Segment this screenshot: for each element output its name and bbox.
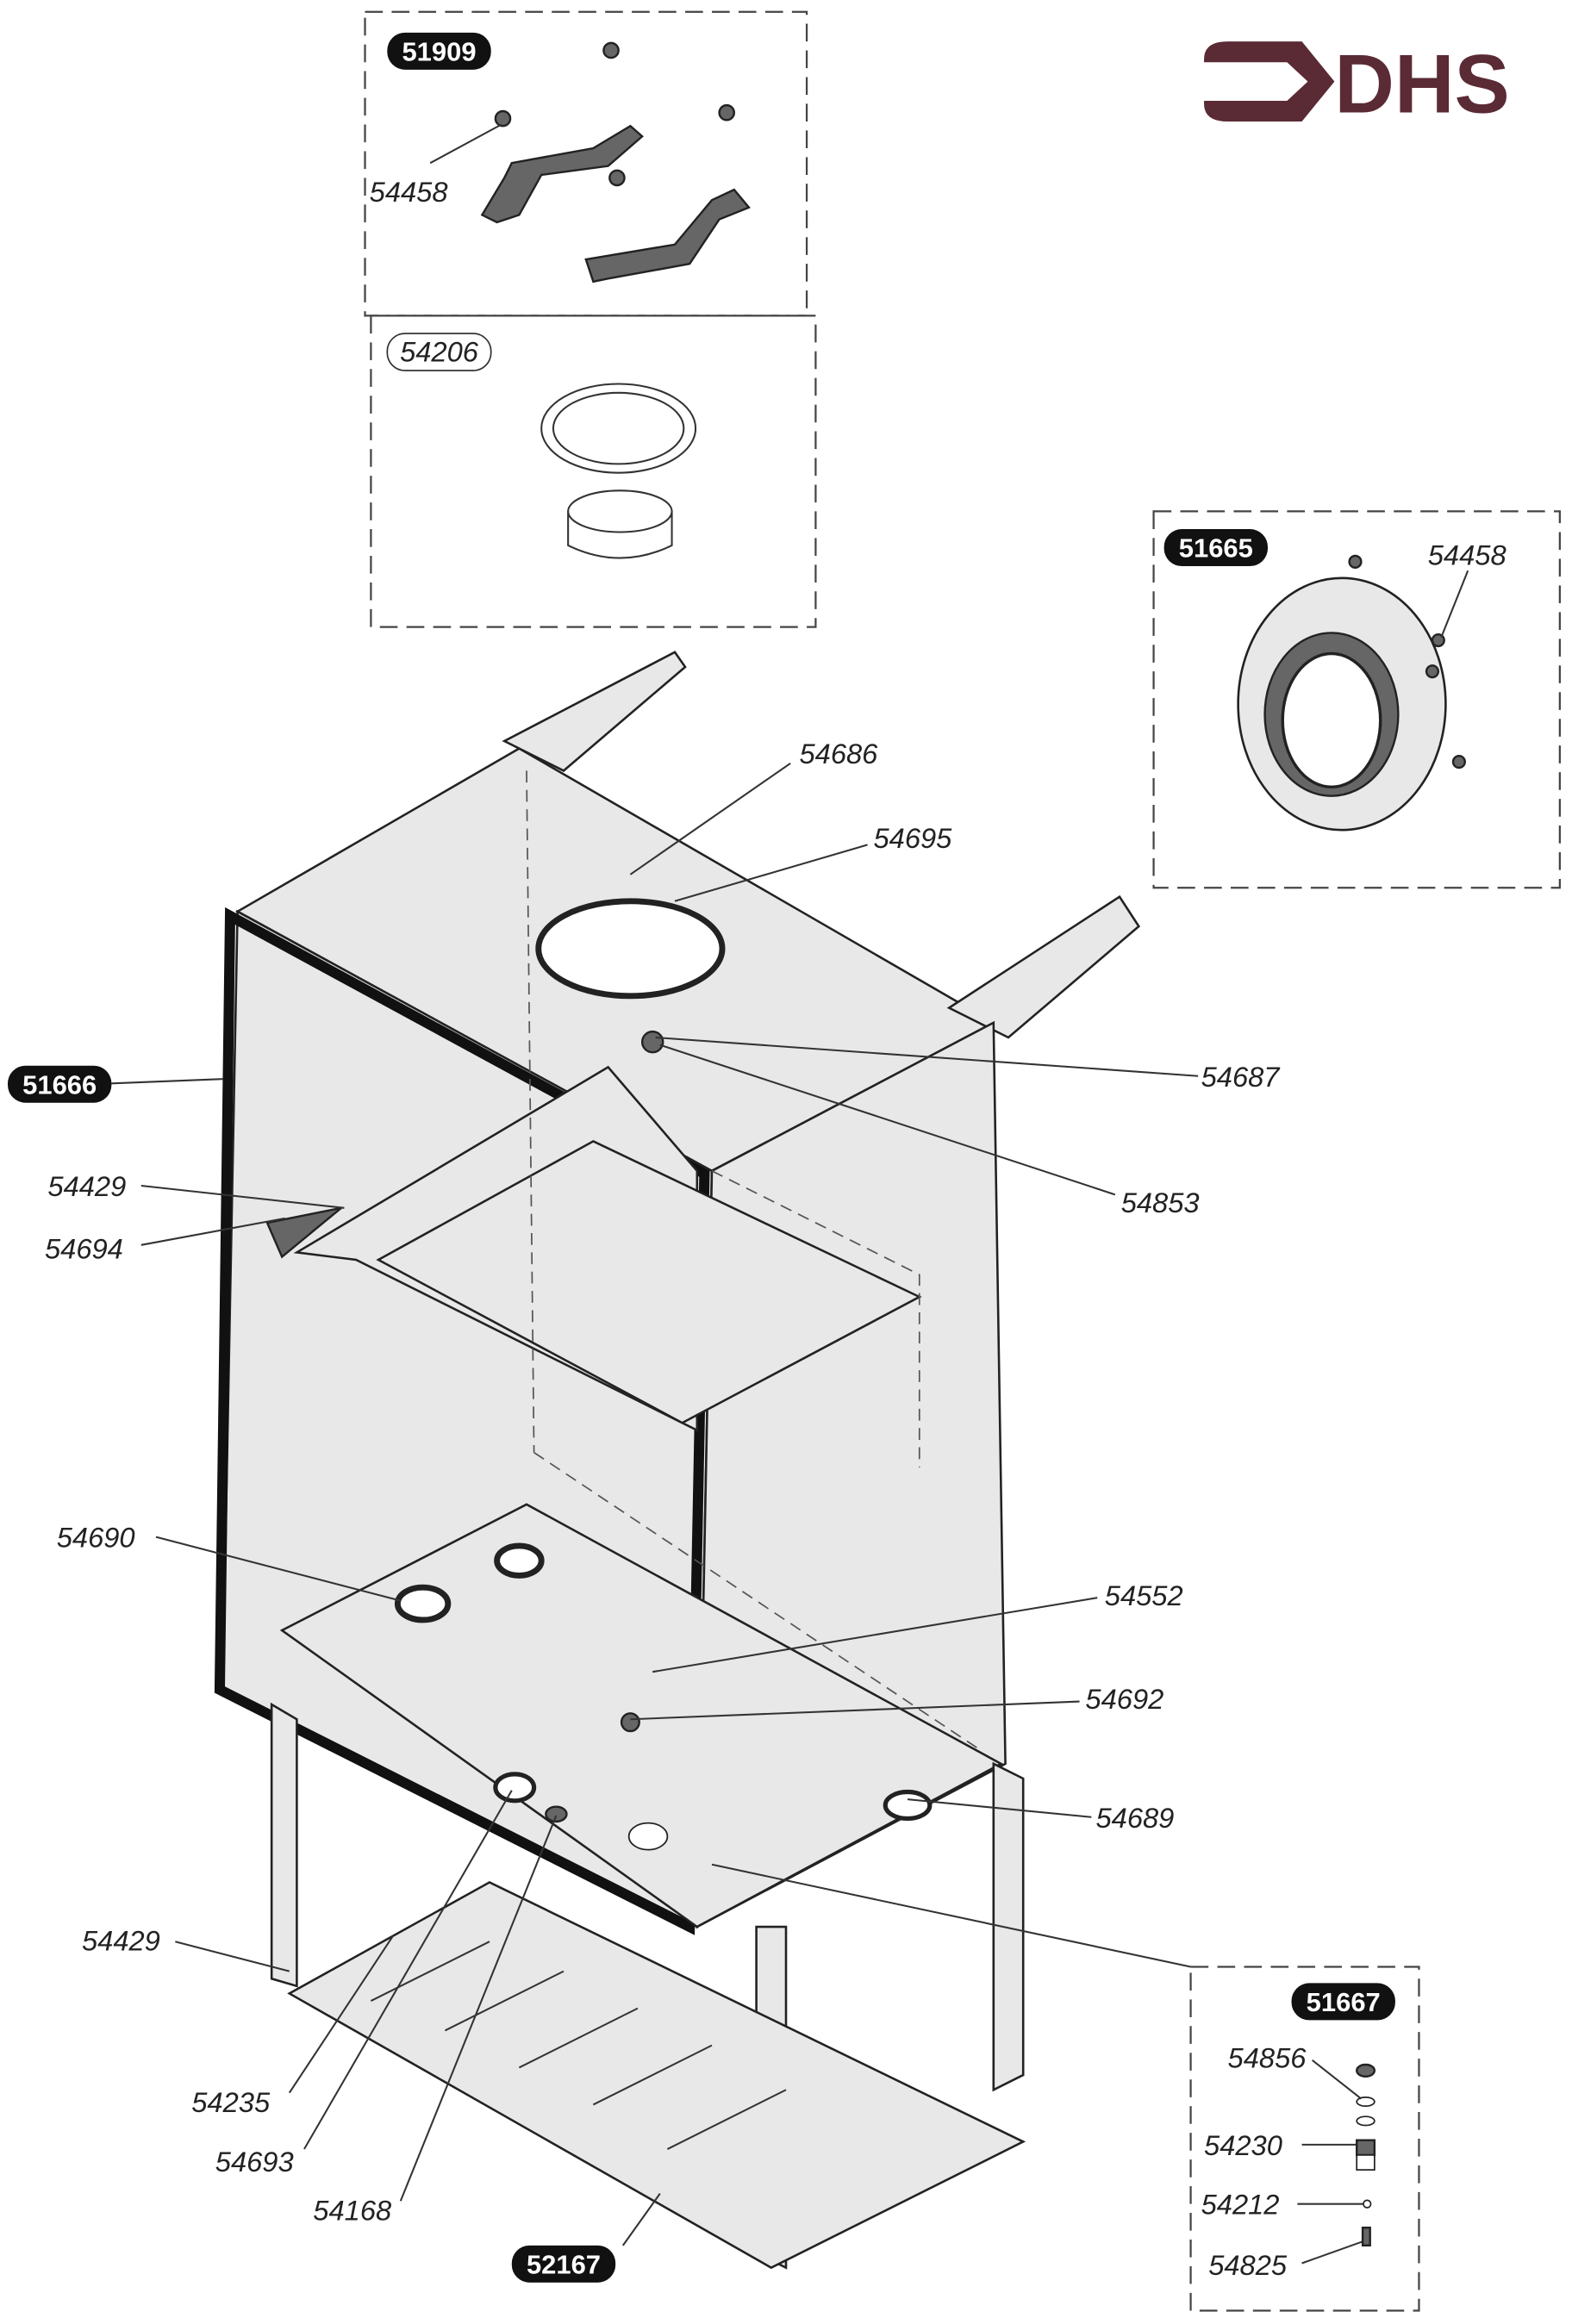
svg-text:51665: 51665 — [1179, 533, 1253, 564]
part-label: 54856 — [1228, 2041, 1307, 2073]
kit-label-51667: 51667 — [1291, 1983, 1395, 2021]
part-label: 54230 — [1204, 2129, 1282, 2161]
dhs-logo: DHS — [1204, 39, 1510, 131]
part-label: 54552 — [1105, 1579, 1183, 1611]
kit-box-51667 — [1189, 1966, 1420, 2312]
drain-parts — [1356, 2063, 1376, 2247]
part-label: 54692 — [1085, 1683, 1163, 1715]
flue-rings — [540, 383, 697, 559]
svg-text:51909: 51909 — [402, 37, 476, 67]
part-label: 54235 — [191, 2086, 271, 2118]
part-labels: 54458 54458 54686 54695 54687 54853 5442… — [45, 176, 1506, 2281]
svg-text:51667: 51667 — [1307, 1987, 1381, 2017]
boiler-casing — [214, 651, 1141, 2270]
part-label: 54429 — [82, 1925, 160, 1957]
kit-label-51666: 51666 — [7, 1065, 112, 1103]
part-label: 54695 — [873, 822, 952, 854]
part-label: 54689 — [1095, 1802, 1174, 1834]
part-label: 54458 — [1428, 539, 1506, 570]
part-label: 54686 — [799, 738, 878, 769]
part-label: 54429 — [47, 1170, 126, 1202]
svg-text:51666: 51666 — [22, 1069, 97, 1100]
flue-flange — [1237, 554, 1466, 832]
leader-lines — [111, 123, 1469, 2265]
svg-text:52167: 52167 — [527, 2250, 601, 2280]
part-label: 54168 — [313, 2195, 391, 2227]
logo-text: DHS — [1334, 39, 1509, 131]
kit-label-51665: 51665 — [1163, 529, 1269, 567]
kit-label-54206: 54206 — [386, 333, 492, 371]
part-label: 54825 — [1208, 2249, 1288, 2281]
part-label: 54693 — [215, 2146, 294, 2178]
kit-label-52167: 52167 — [511, 2245, 616, 2283]
kit-box-54206 — [370, 315, 817, 628]
part-label: 54458 — [370, 176, 448, 208]
kit-box-51665 — [1152, 510, 1561, 889]
part-label: 54853 — [1121, 1187, 1200, 1218]
part-label: 54212 — [1201, 2189, 1280, 2221]
part-label: 54687 — [1201, 1061, 1282, 1093]
bracket-parts — [480, 41, 751, 283]
part-label: 54694 — [45, 1232, 123, 1264]
part-label: 54690 — [57, 1522, 135, 1554]
svg-text:54206: 54206 — [400, 336, 479, 368]
kit-label-51909: 51909 — [387, 32, 491, 70]
